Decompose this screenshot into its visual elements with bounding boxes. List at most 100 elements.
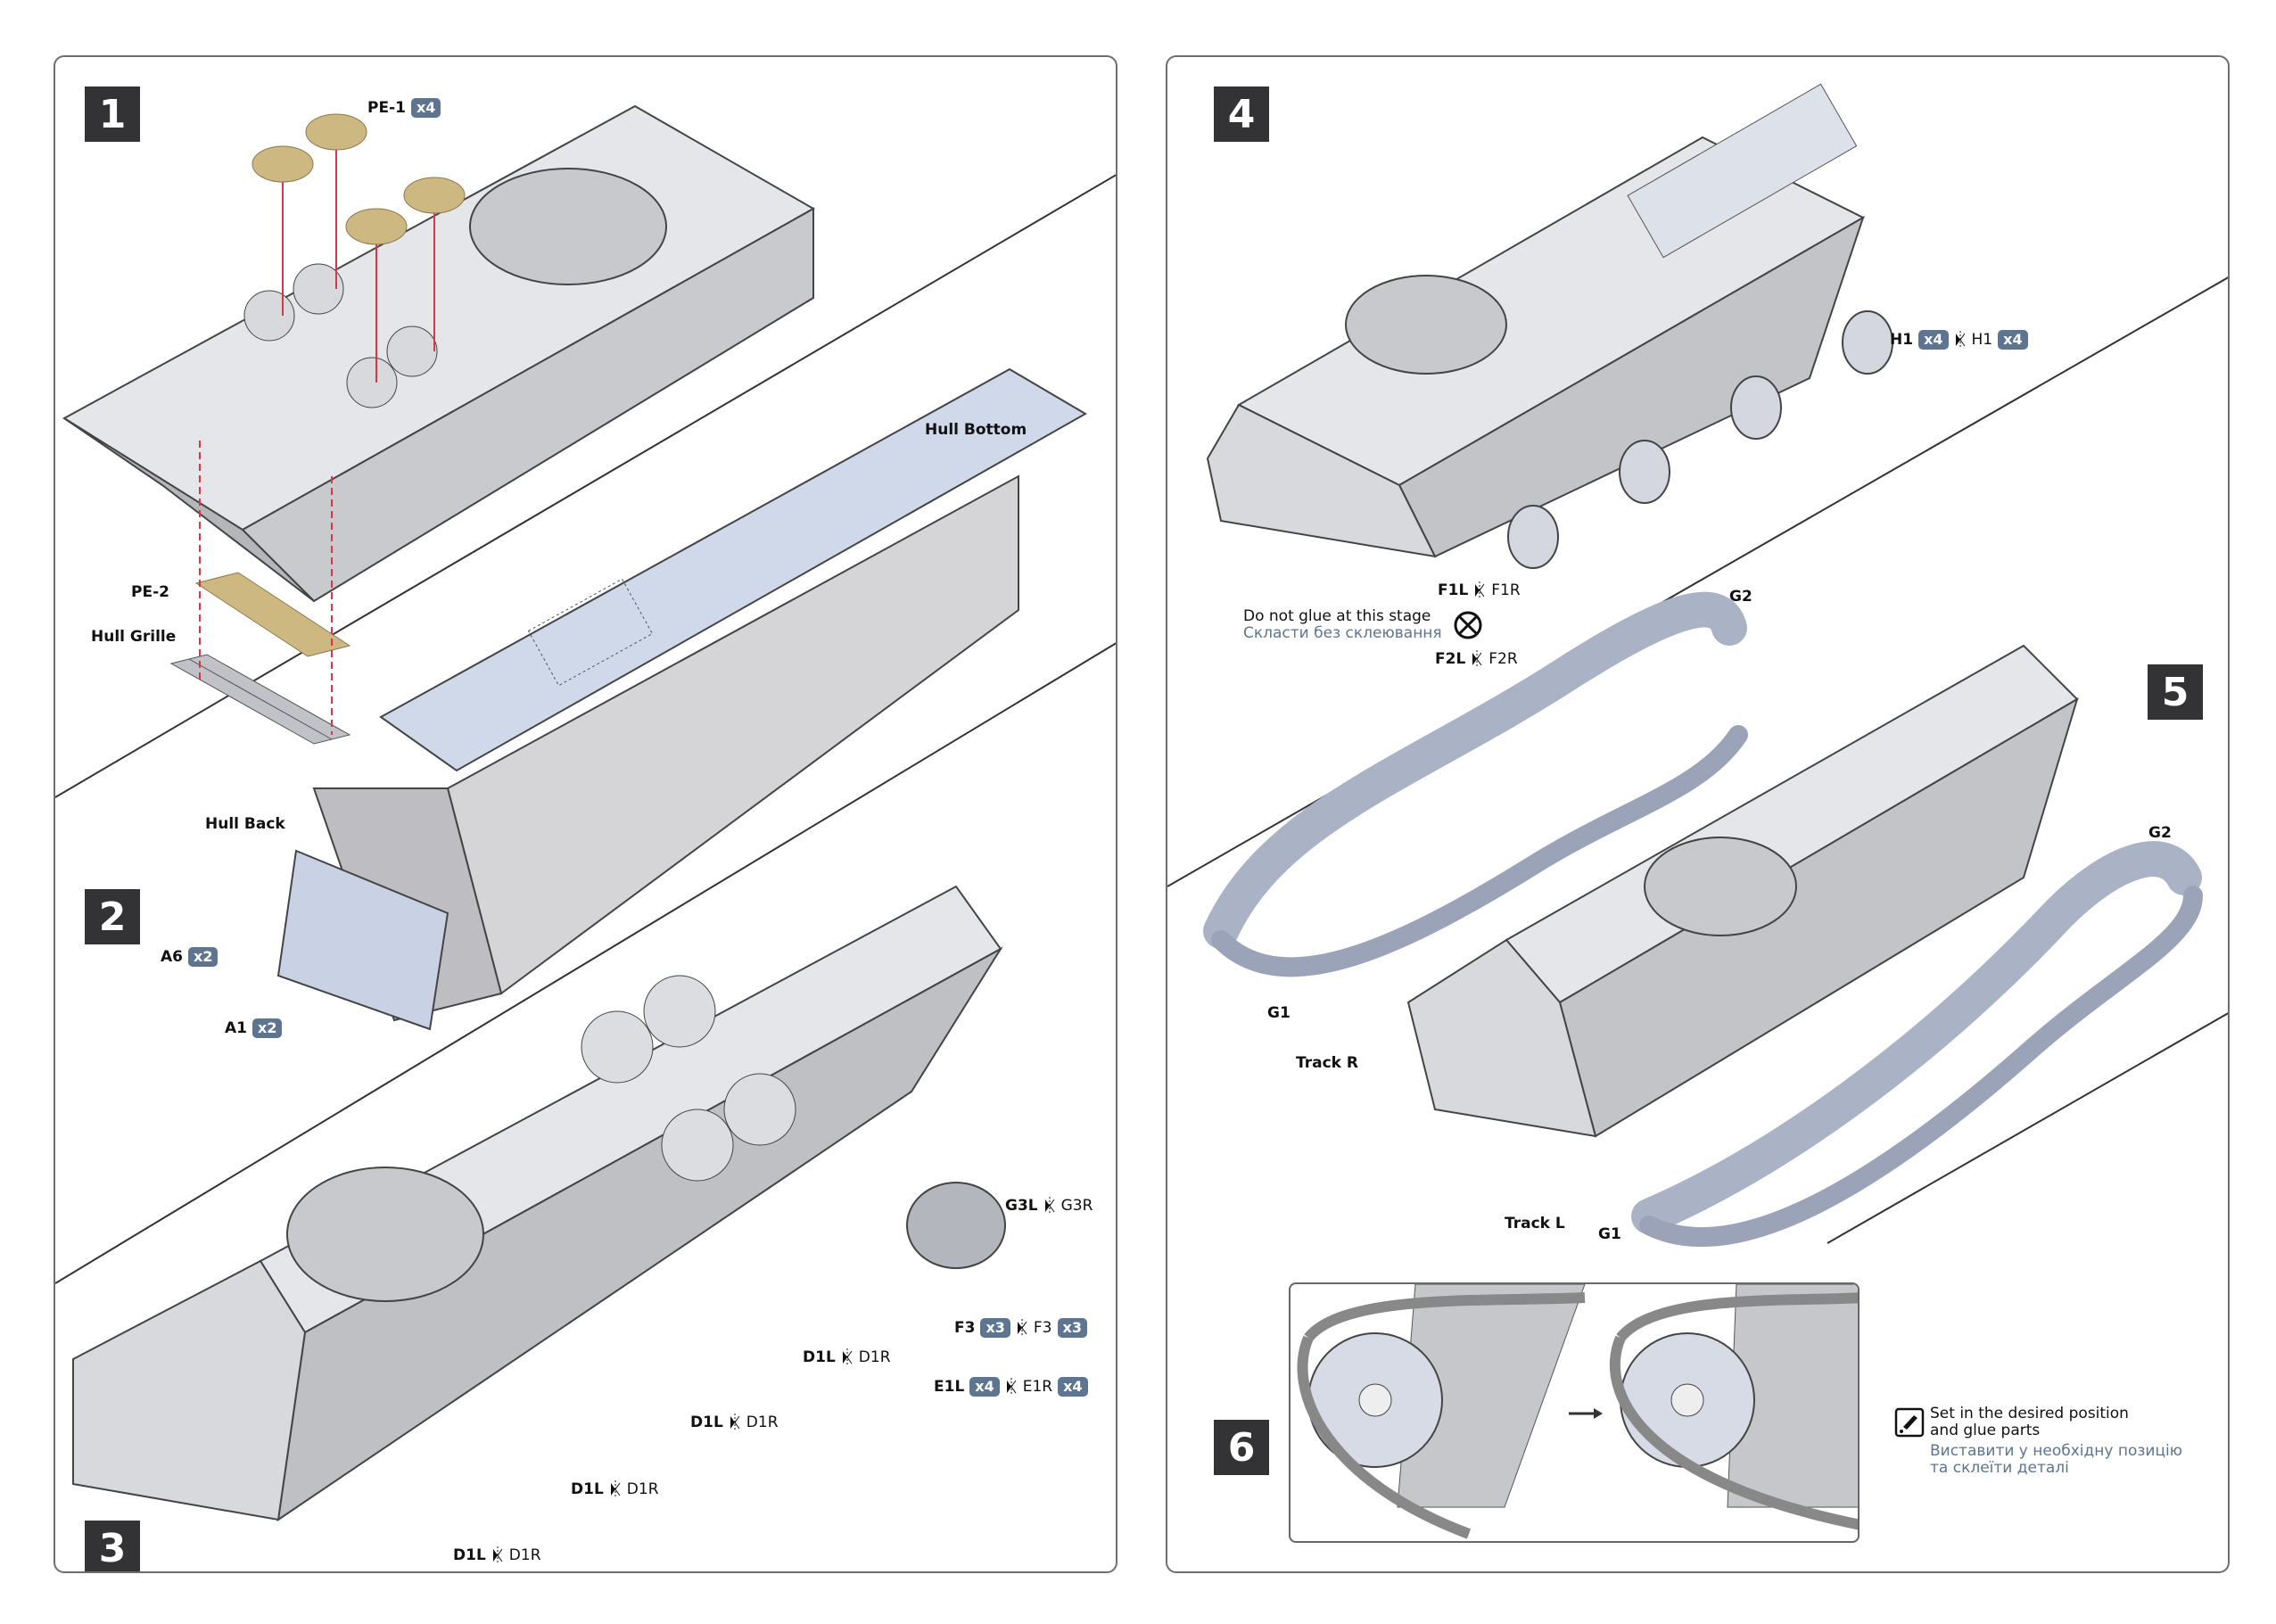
right-panel-illustration (1167, 83, 2228, 1248)
qty-badge: x4 (1918, 330, 1949, 350)
pe1-discs (252, 113, 466, 383)
step6-detail-inset (1289, 1282, 1860, 1543)
part-code-right: F1R (1491, 581, 1521, 599)
qty-badge: x2 (188, 947, 219, 967)
part-code-right: D1R (746, 1414, 779, 1431)
mirror-symmetry-icon (729, 1414, 741, 1431)
hull-back-plate (276, 849, 449, 1031)
mirror-symmetry-icon (1471, 650, 1483, 668)
label-d1: D1L D1R (453, 1546, 541, 1564)
mirror-symmetry-icon (1473, 581, 1486, 599)
part-code: A6 (161, 948, 183, 966)
label-f1: F1L F1R (1438, 581, 1521, 599)
label-e1: E1L x4 E1R x4 (934, 1377, 1088, 1397)
qty-badge: x4 (1058, 1377, 1088, 1397)
part-code-right: D1R (858, 1348, 891, 1366)
divider-line (55, 642, 1116, 1284)
label-track-r: Track R (1296, 1054, 1358, 1072)
step-number-6: 6 (1214, 1420, 1269, 1475)
part-code-right: E1R (1022, 1378, 1053, 1396)
road-wheels-h1 (1507, 310, 1893, 569)
step-number-3: 3 (85, 1521, 140, 1571)
part-code-left: G3L (1005, 1197, 1038, 1215)
hull-step5 (1406, 644, 2079, 1138)
divider-line (1827, 1012, 2228, 1244)
part-code-right: F2R (1488, 650, 1518, 668)
glue-note: Set in the desired position and glue par… (1930, 1406, 2182, 1477)
part-code-left: D1L (803, 1348, 836, 1366)
qty-badge: x4 (1998, 330, 2028, 350)
step-number-1: 1 (85, 87, 140, 142)
part-code-left: F3 (954, 1319, 976, 1337)
note-english: Do not glue at this stage (1243, 607, 1431, 625)
sprocket-detail-illustration (1297, 1284, 1858, 1539)
left-panel-illustration (55, 104, 1116, 1522)
label-a1: A1 x2 (225, 1018, 283, 1038)
hull-box (276, 367, 1087, 1031)
label-g3: G3L G3R (1005, 1197, 1093, 1215)
label-d1: D1L D1R (571, 1480, 659, 1498)
lower-hull (72, 885, 1006, 1522)
part-code-right: D1R (508, 1546, 541, 1564)
panel-steps-1-3: 1 2 3 PE-1 x4 PE-2 Hull Grille Hull Bott… (54, 55, 1117, 1573)
part-code-left: D1L (453, 1546, 486, 1564)
mirror-symmetry-icon (609, 1480, 622, 1498)
part-code-left: F2L (1435, 650, 1466, 668)
note-ukrainian-line1: Виставити у необхідну позицію (1930, 1442, 2183, 1460)
part-code: PE-1 (367, 99, 406, 117)
part-code-right: F3 (1033, 1319, 1052, 1337)
mirror-symmetry-icon (1005, 1378, 1018, 1396)
label-a6: A6 x2 (161, 947, 219, 967)
step-number-5: 5 (2148, 664, 2203, 720)
note-ukrainian: Скласти без склеювання (1243, 624, 1442, 642)
track-l (1631, 841, 2202, 1234)
label-d1: D1L D1R (803, 1348, 891, 1366)
label-g1-bottom: G1 (1598, 1225, 1621, 1243)
hull-bottom-plate (379, 367, 1087, 772)
hull-grille (169, 654, 351, 745)
part-code-right: D1R (626, 1480, 659, 1498)
qty-badge: x2 (252, 1018, 283, 1038)
track-r (1203, 591, 1747, 949)
part-code-left: F1L (1438, 581, 1469, 599)
mirror-symmetry-icon (491, 1546, 504, 1564)
hull-step4 (1206, 83, 1866, 558)
qty-badge: x4 (969, 1377, 1000, 1397)
mirror-symmetry-icon (1016, 1319, 1028, 1337)
part-code-right: H1 (1971, 331, 1993, 349)
label-pe2: PE-2 (131, 583, 169, 601)
pe2-plate (194, 572, 351, 657)
label-hull-back: Hull Back (205, 815, 285, 833)
part-code-left: E1L (934, 1378, 965, 1396)
label-f2: F2L F2R (1435, 650, 1518, 668)
qty-badge: x3 (980, 1318, 1010, 1338)
part-code-left: D1L (571, 1480, 604, 1498)
label-g2-top: G2 (1729, 588, 1752, 606)
label-d1: D1L D1R (690, 1414, 779, 1431)
note-english-line2: and glue parts (1930, 1422, 2041, 1439)
qty-badge: x4 (410, 98, 441, 118)
part-code: A1 (225, 1019, 247, 1037)
upper-hull-part (62, 104, 816, 603)
label-f3: F3 x3 F3 x3 (954, 1318, 1087, 1338)
step-number-4: 4 (1214, 87, 1269, 142)
idler-wheel-part (906, 1182, 1006, 1269)
part-code-right: G3R (1060, 1197, 1093, 1215)
mirror-symmetry-icon (841, 1348, 854, 1366)
step-number-2: 2 (85, 889, 140, 944)
label-g2-right: G2 (2148, 824, 2172, 842)
label-pe1: PE-1 x4 (367, 98, 441, 118)
label-g1-left: G1 (1267, 1004, 1291, 1022)
qty-badge: x3 (1057, 1318, 1087, 1338)
part-code-left: D1L (690, 1414, 723, 1431)
label-track-l: Track L (1505, 1215, 1565, 1232)
note-ukrainian-line2: та склеїти деталі (1930, 1459, 2069, 1477)
no-glue-note: Do not glue at this stage Скласти без ск… (1243, 608, 1442, 642)
note-english-line1: Set in the desired position (1930, 1405, 2129, 1422)
label-hull-bottom: Hull Bottom (925, 421, 1027, 439)
mirror-symmetry-icon (1954, 331, 1967, 349)
no-glue-icon (1454, 611, 1482, 639)
mirror-symmetry-icon (1043, 1197, 1056, 1215)
part-code-left: H1 (1890, 331, 1914, 349)
label-h1: H1 x4 H1 x4 (1890, 330, 2028, 350)
